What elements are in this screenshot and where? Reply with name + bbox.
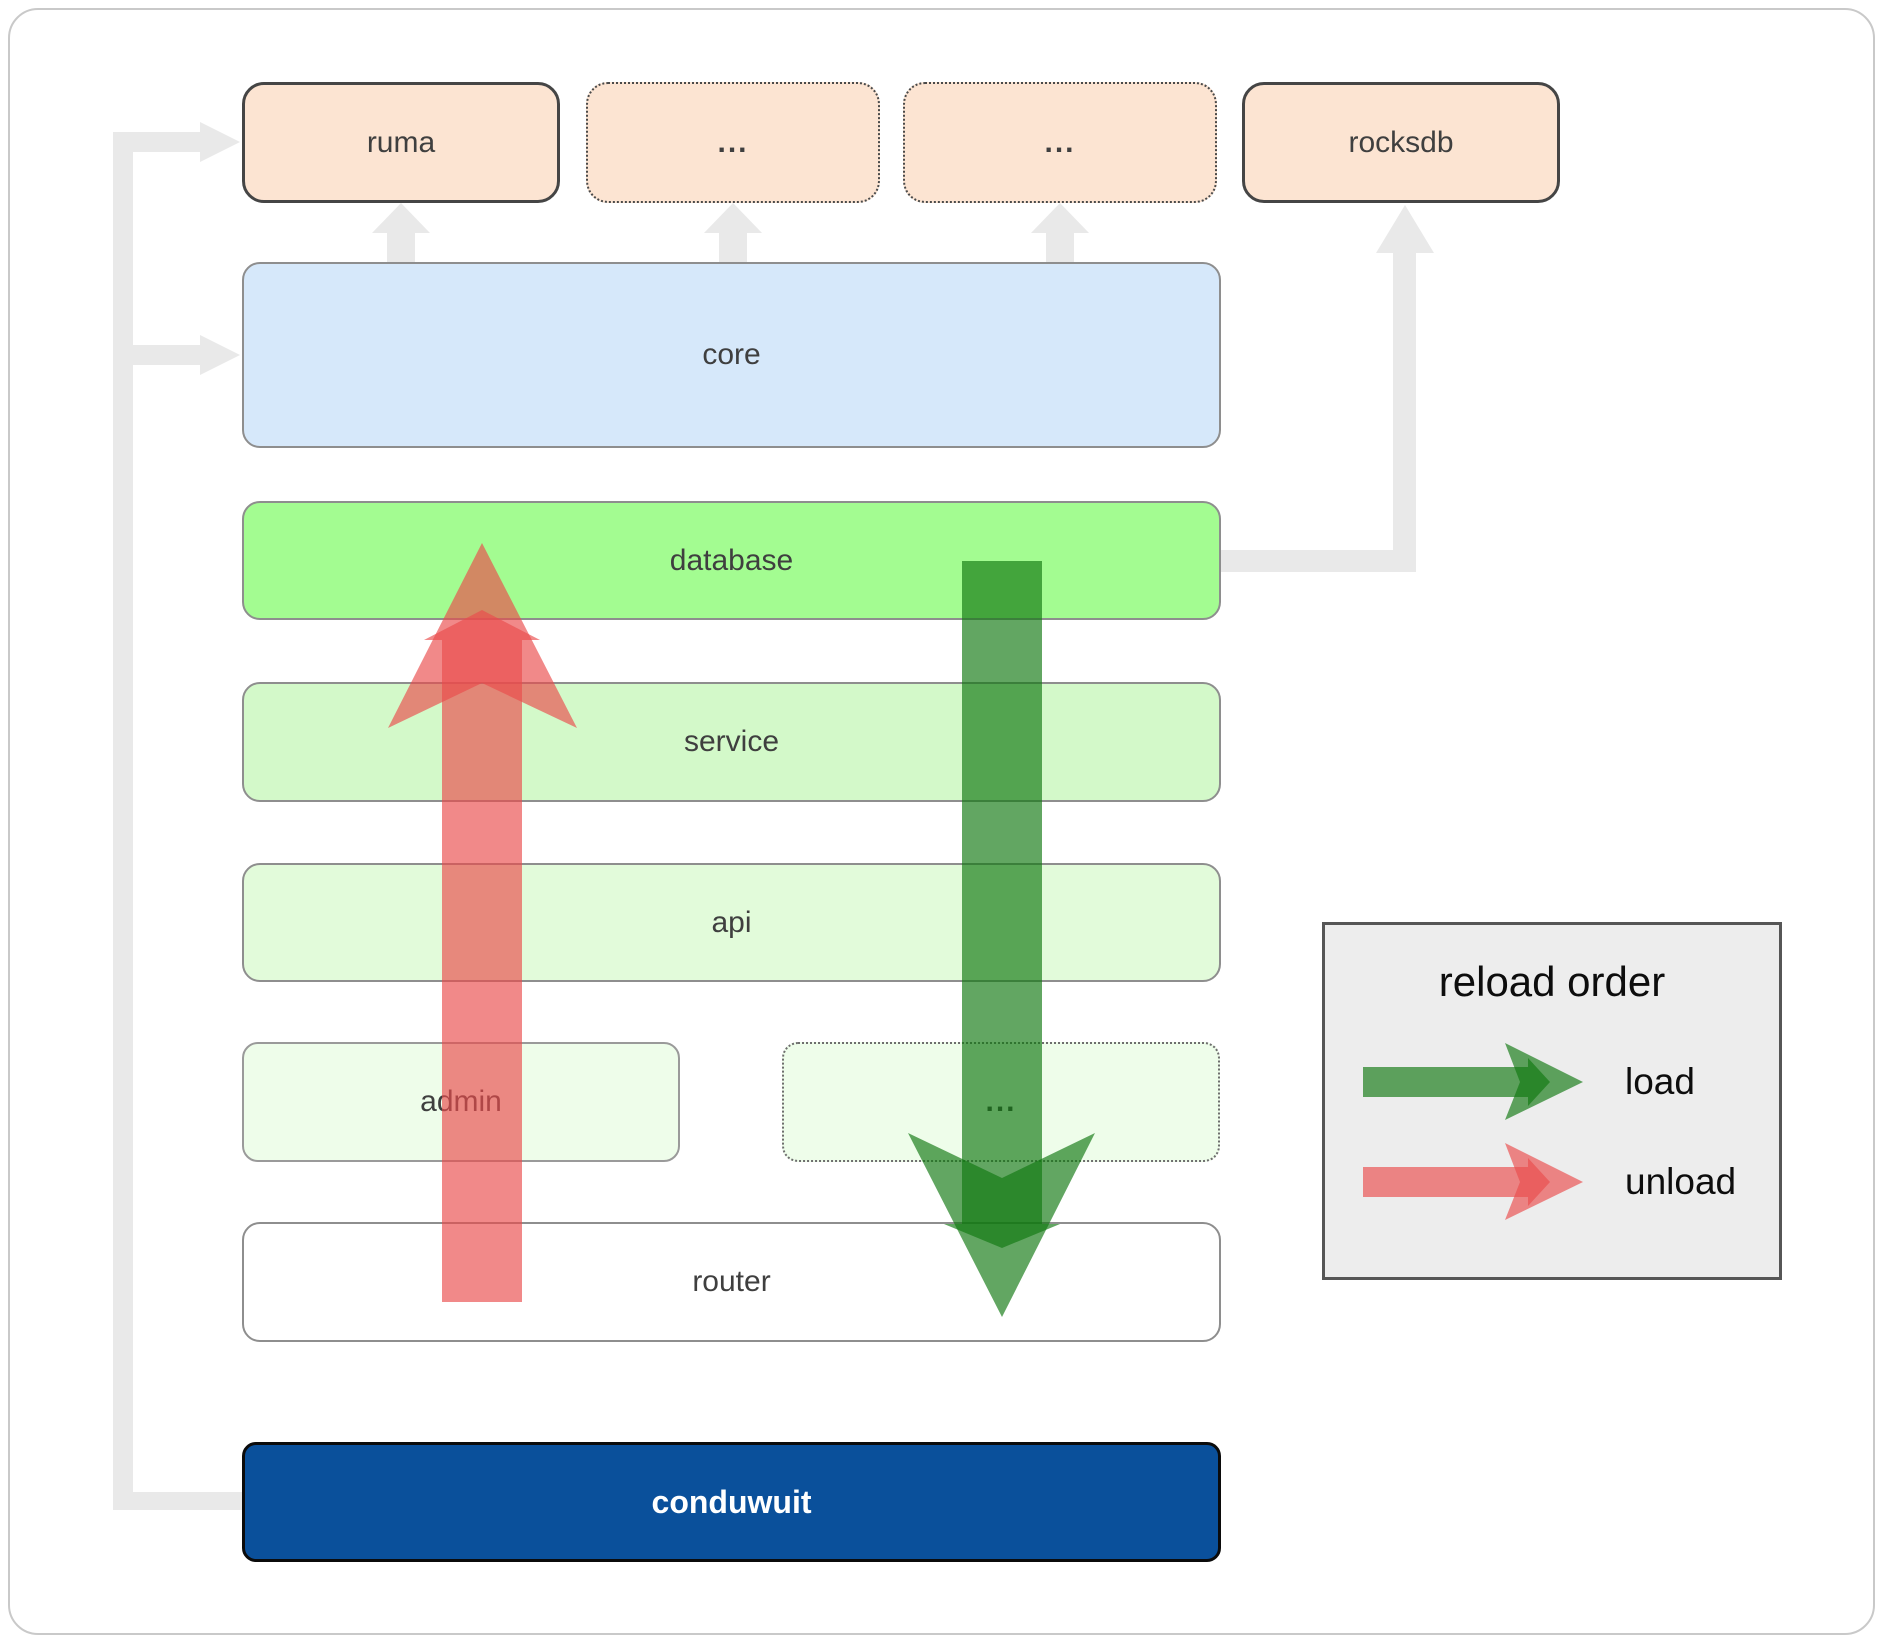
box-service: service (242, 682, 1221, 802)
box-crates-2: ... (903, 82, 1217, 203)
box-api: api (242, 863, 1221, 982)
box-admin-other-label: ... (985, 1085, 1017, 1118)
box-rocksdb: rocksdb (1242, 82, 1560, 203)
box-admin: admin (242, 1042, 680, 1162)
legend-title: reload order (1438, 958, 1666, 1005)
box-admin-other: ... (782, 1042, 1220, 1162)
box-database-label: database (669, 543, 794, 577)
box-router: router (242, 1222, 1221, 1342)
box-rocksdb-label: rocksdb (1348, 125, 1454, 159)
legend-unload-label: unload (1625, 1161, 1737, 1202)
box-conduwuit-label: conduwuit (651, 1483, 812, 1520)
box-crates-1-label: ... (717, 125, 749, 159)
box-conduwuit: conduwuit (242, 1442, 1221, 1562)
outer-frame (8, 8, 1875, 1635)
box-ruma-label: ruma (366, 125, 436, 159)
box-api-label: api (711, 905, 752, 939)
box-service-label: service (683, 725, 780, 758)
box-crates-1: ... (586, 82, 880, 203)
box-admin-label: admin (420, 1085, 502, 1118)
box-core: core (242, 262, 1221, 448)
box-database: database (242, 501, 1221, 620)
box-router-label: router (692, 1265, 771, 1298)
box-ruma: ruma (242, 82, 560, 203)
box-core-label: core (702, 338, 761, 371)
legend-load-label: load (1625, 1061, 1695, 1102)
box-crates-2-label: ... (1044, 125, 1076, 159)
